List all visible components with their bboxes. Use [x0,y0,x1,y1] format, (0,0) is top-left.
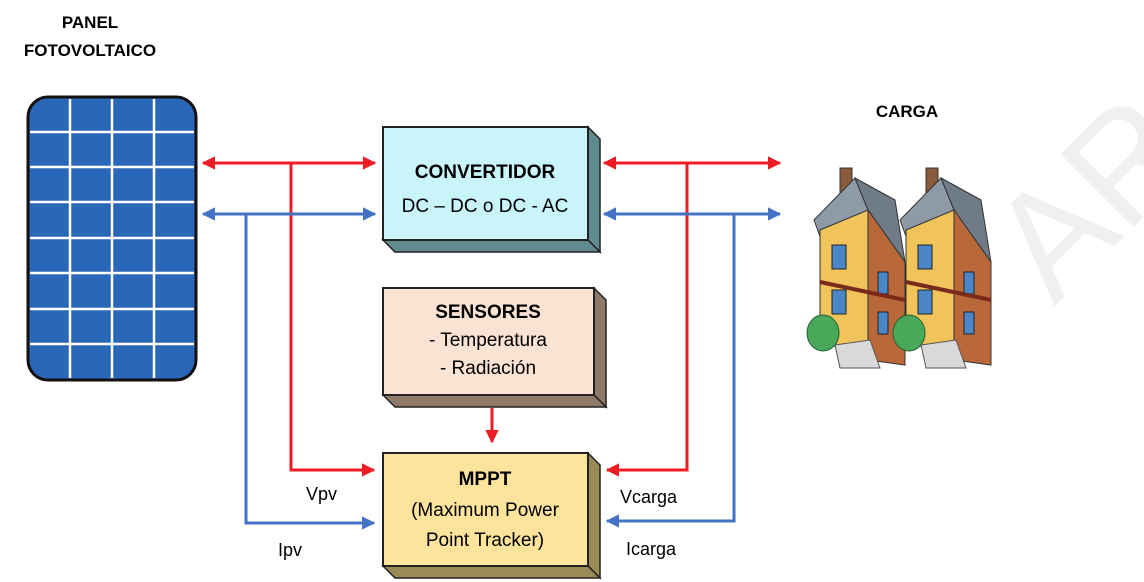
voltage-lines [201,156,782,477]
vpv-arrow [289,163,376,477]
converter-title: CONVERTIDOR [415,162,556,183]
converter-box: CONVERTIDOR DC – DC o DC - AC [381,125,602,254]
ipv-arrow [244,214,376,530]
sensors-title: SENSORES [435,302,541,323]
panel-title-line2: FOTOVOLTAICO [24,41,156,60]
converter-subtitle: DC – DC o DC - AC [402,196,569,217]
ipv-label: Ipv [278,540,302,560]
mppt-title: MPPT [459,469,512,490]
panel-title-line1: PANEL [62,13,118,32]
vcarga-arrow [605,163,689,477]
vcarga-label: Vcarga [620,487,678,507]
sensors-line1: - Temperatura [429,330,547,351]
sensors-box: SENSORES - Temperatura - Radiación [381,286,608,409]
sensors-line2: - Radiación [440,358,536,379]
mppt-line1: (Maximum Power [411,500,559,521]
houses-icon [806,167,992,369]
current-lines [201,207,782,530]
mppt-box: MPPT (Maximum Power Point Tracker) [381,451,602,580]
solar-panel [26,95,198,382]
icarga-label: Icarga [626,539,677,559]
load-title: CARGA [876,102,938,121]
vpv-label: Vpv [306,484,337,504]
mppt-line2: Point Tracker) [426,530,544,551]
icarga-arrow [605,214,736,528]
